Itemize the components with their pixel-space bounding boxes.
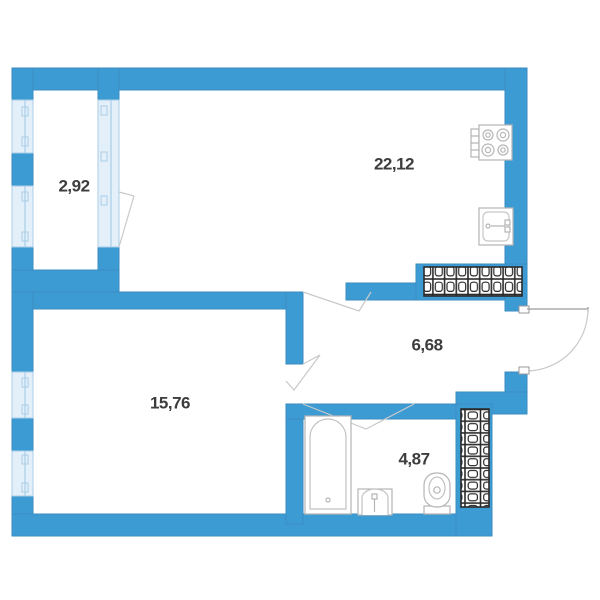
bathroom-sink [357,488,393,516]
stove-burner [481,128,510,157]
windows-group [11,99,120,497]
walls-group [11,67,528,537]
wall-balcony-bottom [11,269,120,293]
entrance-door [518,305,589,375]
glass-block-wall-horizontal [423,266,523,297]
wall-bottom-outer [11,513,493,537]
wall-bedroom-hall-vertical [285,291,304,365]
bathtub [304,415,352,515]
window-left-balcony [11,99,34,248]
area-label-balcony: 2,92 [58,176,89,195]
area-label-hall: 6,68 [411,335,442,354]
door-bathroom [302,403,415,430]
doors-group [118,191,589,430]
door-hall-to-kitchen [302,291,372,312]
wall-balcony-left-top [11,67,34,101]
window-mullion-balcony [11,152,34,187]
glass-block-wall-vertical [460,408,490,508]
kitchen-sink [478,207,514,246]
wall-bedroom-bath-vertical [285,403,304,525]
window-balcony-inner [97,99,120,248]
area-label-kitchen-living: 22,12 [374,154,414,173]
wall-bedroom-left-top [11,291,34,373]
fixtures-group [304,124,514,516]
wall-top-kitchen [98,67,528,91]
balcony-door [118,191,135,248]
wall-balcony-inner-top [97,67,120,101]
window-mullion-bedroom [11,417,34,452]
area-label-bedroom: 15,76 [150,393,190,412]
glass-block-group [423,266,523,508]
wall-kitchen-bottom-left [345,282,417,301]
door-hall-to-bedroom [285,354,321,391]
wall-kitchen-bedroom-divider [32,291,304,310]
area-label-bathroom: 4,87 [398,449,429,468]
window-left-bedroom [11,371,34,497]
area-labels-group: 2,92 22,12 15,76 6,68 4,87 [58,154,443,468]
toilet [423,472,451,515]
stove [470,124,513,161]
